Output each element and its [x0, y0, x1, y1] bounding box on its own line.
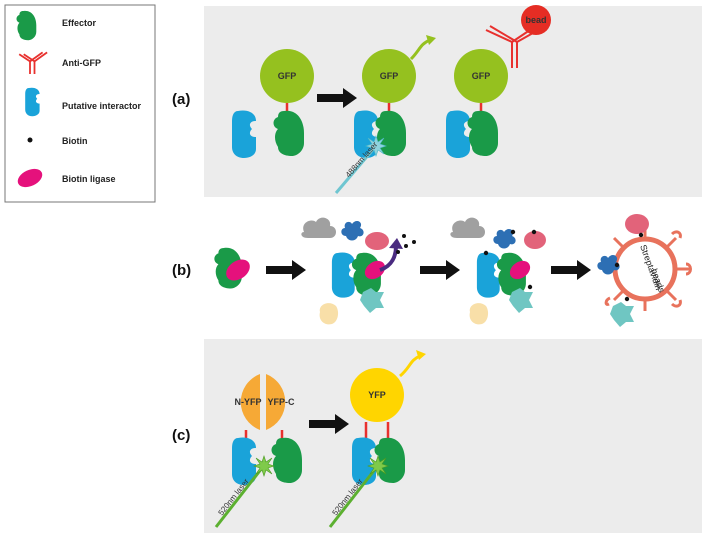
biotin [527, 284, 533, 290]
bead-circle [521, 5, 551, 35]
panel-b-label: (b) [172, 262, 191, 279]
bead-label: bead [525, 15, 546, 25]
legend-biotin-dot [27, 137, 33, 143]
arrow-b1 [266, 260, 306, 280]
emission-arrow-head [426, 35, 436, 45]
emission-arrow-head [416, 350, 426, 360]
biotin [404, 244, 408, 248]
laser-beam [334, 145, 378, 194]
biotin [402, 234, 406, 238]
legend-effector-label: Effector [62, 18, 97, 28]
biotin-ligase [226, 259, 250, 281]
laser-beam [328, 467, 378, 528]
other-protein-pink [365, 232, 389, 250]
panel-a-step3: GFP bead [446, 5, 551, 158]
panel-b: (b) [172, 214, 692, 327]
other-protein-cream [469, 303, 489, 325]
interactor [331, 252, 355, 298]
gfp-circle [454, 49, 508, 103]
other-protein-teal [360, 288, 384, 313]
biotin [624, 296, 630, 302]
gfp-label: GFP [278, 71, 297, 81]
laser-burst [253, 455, 275, 477]
legend-ligase-label: Biotin ligase [62, 174, 116, 184]
yfp-c-label: YFP-C [268, 397, 296, 407]
biotin-ligase [364, 260, 386, 280]
other-protein-grey [450, 217, 485, 238]
captured-protein-pink [625, 214, 649, 234]
laser-beam [214, 467, 264, 528]
other-protein-teal [509, 288, 533, 313]
biotin [483, 250, 489, 256]
panel-a-step1: GFP [232, 49, 314, 158]
other-protein-blue [341, 221, 364, 241]
panel-b-step1 [214, 247, 250, 289]
laser-burst [367, 455, 389, 477]
legend-anti-gfp-icon [18, 51, 48, 74]
biotin [614, 262, 620, 268]
panel-c-background [204, 339, 702, 533]
captured-protein-teal [610, 302, 634, 327]
emission-arrow [399, 354, 421, 378]
panel-b-step4: Streptavidin beads [597, 214, 692, 327]
gfp-circle [362, 49, 416, 103]
other-protein-pink [524, 231, 546, 249]
biotinylation-arrow [379, 245, 398, 272]
biotin [412, 240, 416, 244]
gfp-circle [260, 49, 314, 103]
panel-a-label: (a) [172, 91, 190, 108]
gfp-label: GFP [380, 71, 399, 81]
other-protein-grey [301, 217, 336, 238]
yfp-label: YFP [368, 390, 386, 400]
interactor [476, 252, 500, 298]
n-yfp-label: N-YFP [235, 397, 262, 407]
biotinylation-arrow-head [389, 238, 403, 249]
panel-a: (a) GFP GFP 488nm laser GFP [172, 5, 702, 197]
biotin-ligase [509, 260, 531, 280]
biotin [510, 229, 516, 235]
legend-ligase-icon [17, 168, 43, 188]
arrow-b2 [420, 260, 460, 280]
anti-gfp-antibody [485, 25, 534, 68]
legend-interactor-label: Putative interactor [62, 101, 142, 111]
biotin [638, 232, 644, 238]
arrow-b3 [551, 260, 591, 280]
legend: Effector Anti-GFP Putative interactor Bi… [4, 4, 156, 203]
biotin [396, 250, 400, 254]
n-yfp-half [240, 374, 260, 430]
yfp-circle [350, 368, 404, 422]
other-protein-blue [493, 229, 516, 249]
panel-c: (c) N-YFP YFP-C 520nm laser YFP [172, 339, 702, 533]
legend-anti-gfp-label: Anti-GFP [62, 58, 101, 68]
captured-protein-blue [597, 255, 620, 275]
panel-b-step3 [450, 217, 546, 325]
emission-arrow [409, 38, 431, 61]
yfp-c-half [266, 374, 286, 430]
biotin [531, 229, 537, 235]
gfp-label: GFP [472, 71, 491, 81]
other-protein-cream [319, 303, 339, 325]
panel-b-step2 [301, 217, 416, 325]
legend-biotin-label: Biotin [62, 136, 88, 146]
panel-c-label: (c) [172, 427, 190, 444]
